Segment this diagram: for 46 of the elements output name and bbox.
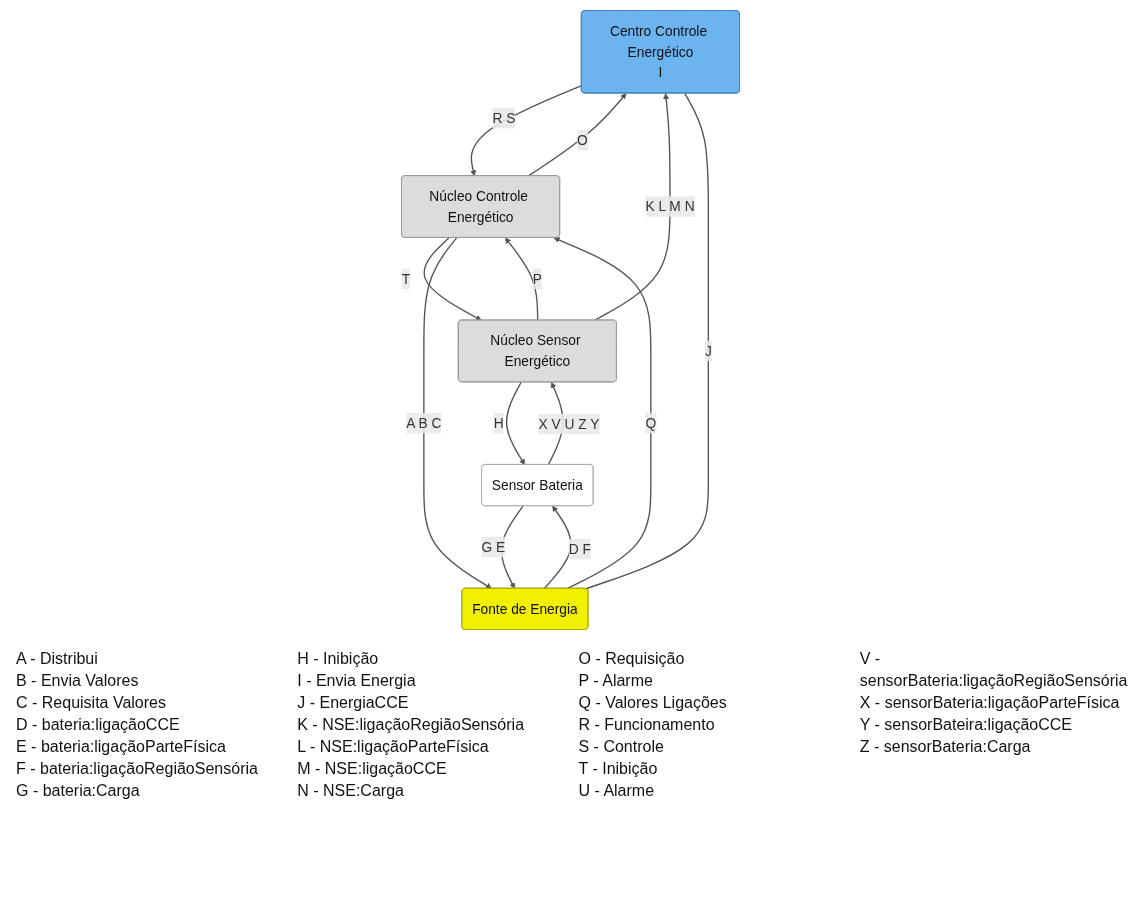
edge-label: D F [568, 541, 591, 557]
key-entry: X - sensorBateria:ligaçãoParteFísica [859, 693, 1120, 713]
arrow [500, 505, 524, 589]
key-entry: I - Envia Energia [297, 671, 416, 691]
edge-label: J [704, 343, 712, 359]
key-entry: Y - sensorBateira:ligaçãoCCE [859, 715, 1072, 735]
key-entry: Q - Valores Ligações [578, 693, 727, 713]
edge-label: O [576, 132, 588, 148]
arrow [593, 93, 671, 322]
edge-label: P [532, 271, 542, 287]
key-entry: U - Alarme [578, 781, 655, 801]
key-entry: R - Funcionamento [578, 715, 715, 735]
arrow [527, 93, 627, 177]
edge-label: G E [481, 539, 506, 555]
key-entry: M - NSE:ligaçãoCCE [297, 759, 447, 779]
key-entry: N - NSE:Carga [297, 781, 404, 801]
key-entry: O - Requisição [578, 649, 685, 669]
arrow [553, 237, 652, 590]
arrow [423, 237, 482, 321]
key-entry: Z - sensorBateria:Carga [859, 737, 1031, 757]
arrow [505, 381, 526, 466]
key-entry: D - bateria:ligaçãoCCE [16, 715, 180, 735]
key-entry: E - bateria:ligaçãoParteFísica [16, 737, 226, 757]
edge-label: R S [492, 110, 516, 126]
edge-label: K L M N [645, 198, 695, 215]
edge-label: T [401, 271, 411, 287]
edge-label: H [493, 415, 504, 431]
key-entry: F - bateria:ligaçãoRegiãoSensória [16, 759, 258, 779]
key-entry: K - NSE:ligaçãoRegiãoSensória [297, 715, 525, 735]
key-entry: J - EnergiaCCE [297, 693, 409, 713]
arrow [470, 84, 583, 177]
key-entry: C - Requisita Valores [16, 693, 166, 713]
arrow [504, 237, 539, 322]
edge-label: A B C [406, 415, 442, 431]
edge-label: Q [645, 415, 657, 431]
key-entry: G - bateria:Carga [16, 781, 140, 801]
key-entry: S - Controle [578, 737, 664, 757]
key-entry: H - Inibição [297, 649, 379, 669]
edge-label: X V U Z Y [538, 416, 600, 432]
key-entry: T - Inibição [578, 759, 658, 779]
key-entry: L - NSE:ligaçãoParteFísica [297, 737, 489, 757]
connector [585, 92, 709, 590]
key-entry: B - Envia Valores [16, 671, 139, 691]
arrow [423, 237, 492, 589]
key-entry: P - Alarme [578, 671, 653, 691]
key-entry: A - Distribui [16, 649, 98, 669]
